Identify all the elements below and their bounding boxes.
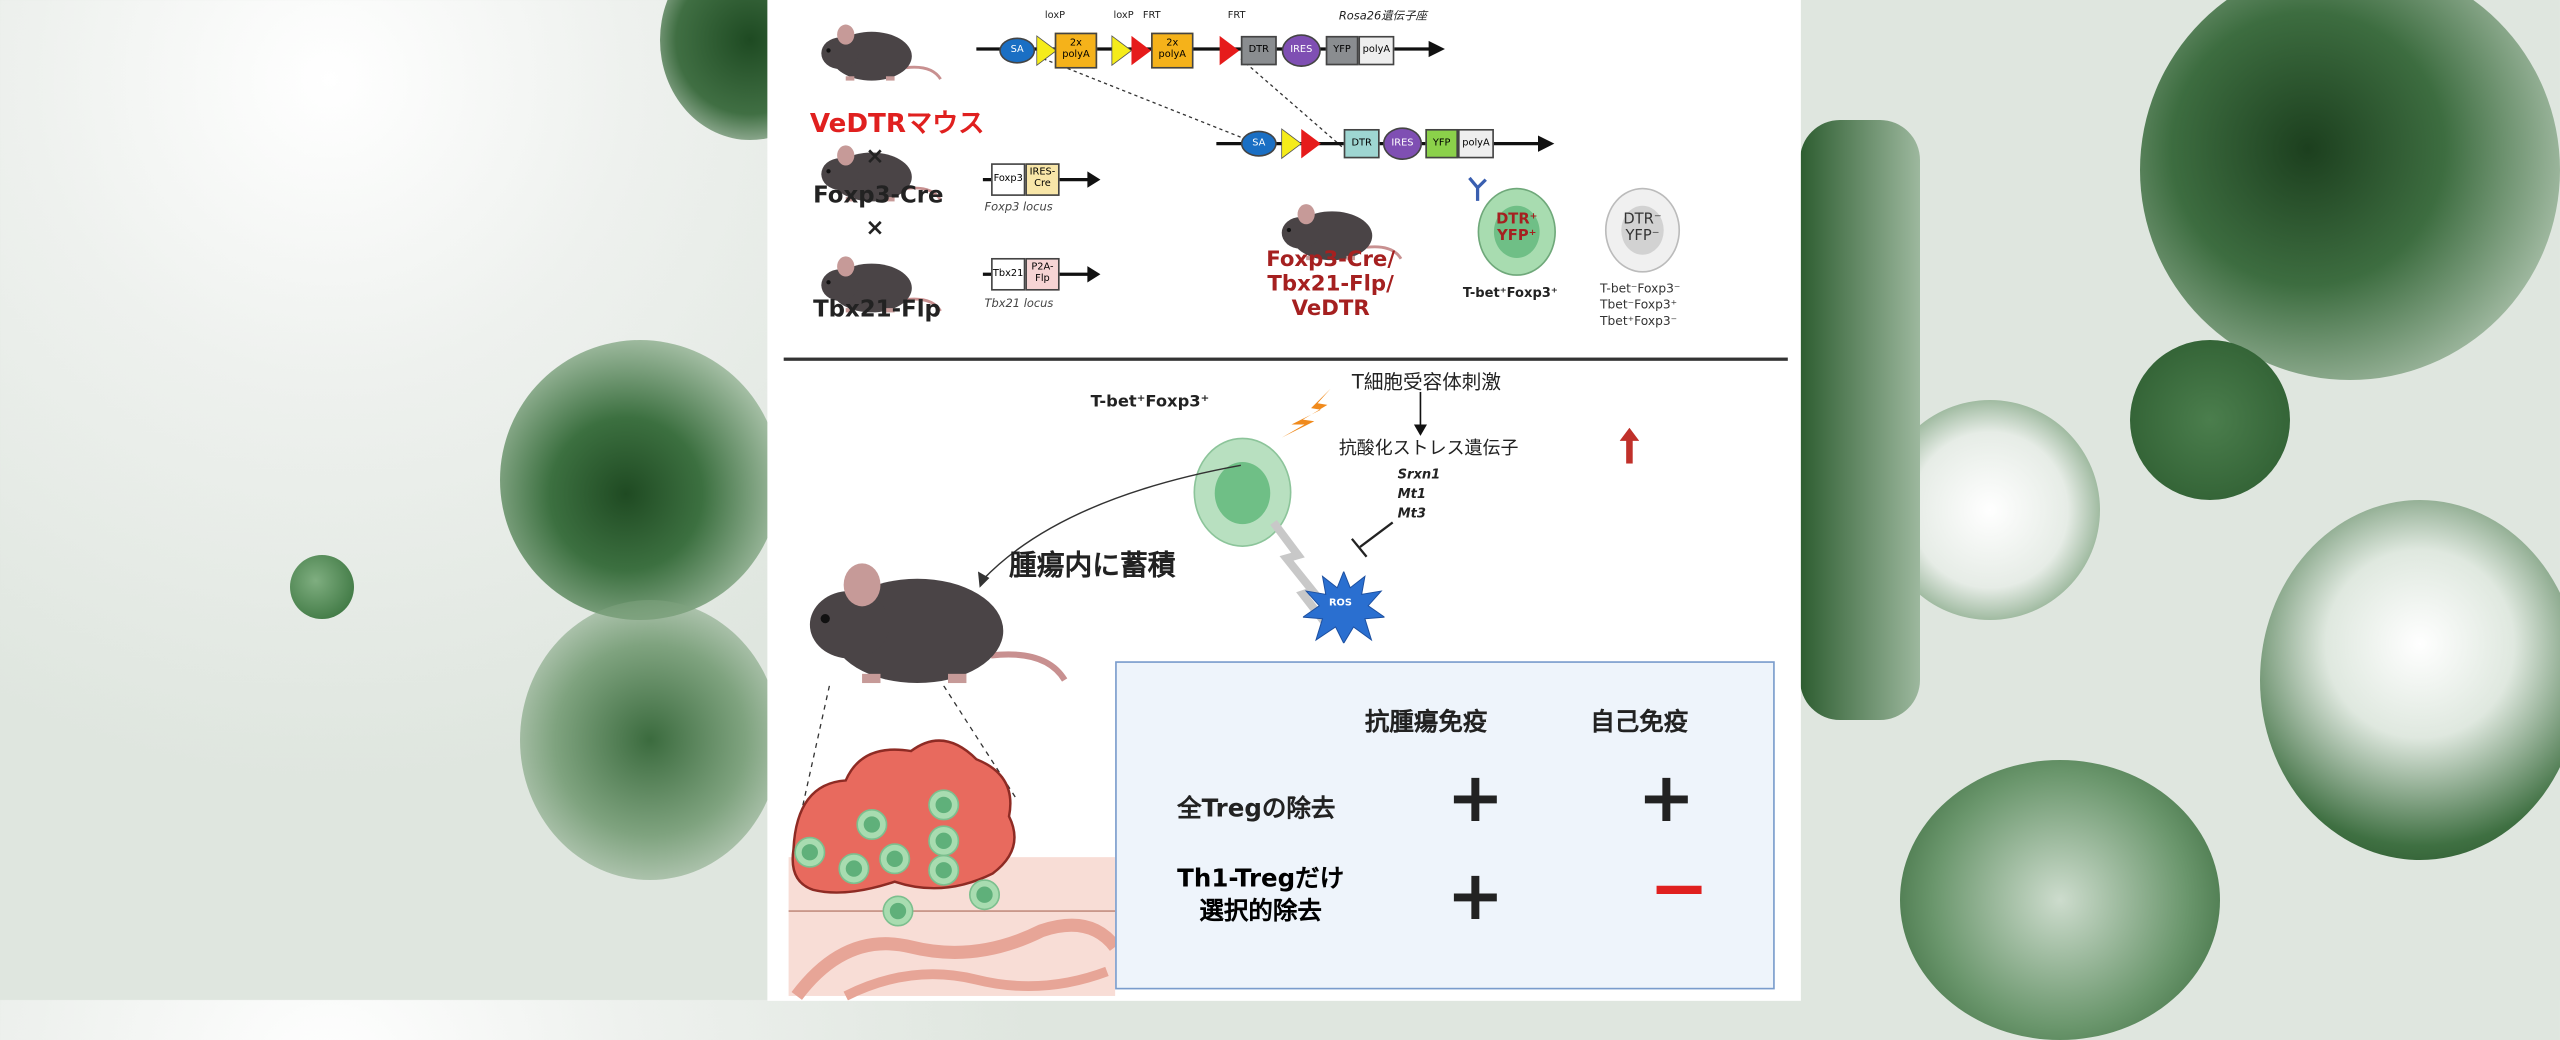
label-line: T-bet⁻Foxp3⁻ — [1600, 280, 1681, 296]
plus-sign: + — [1446, 855, 1505, 936]
up-arrow-icon — [1619, 427, 1640, 464]
ros-lightning-icon — [1270, 520, 1329, 627]
ires-cre-box: IRES-Cre — [1025, 163, 1060, 196]
header-anti-tumor: 抗腫瘍免疫 — [1364, 706, 1488, 737]
recombination-line — [1240, 58, 1343, 148]
label-line: Foxp3-Cre/ — [1266, 248, 1396, 273]
loxp-label: loxP — [1044, 9, 1066, 22]
polya-2x-element: 2x polyA — [1151, 32, 1194, 69]
header-autoimmune: 自己免疫 — [1590, 706, 1689, 737]
accumulation-label: 腫瘍内に蓄積 — [1009, 550, 1176, 583]
bg-blob — [2260, 500, 2560, 860]
dtr-element: DTR — [1240, 35, 1277, 66]
ros-star-icon — [1302, 571, 1385, 644]
section-divider — [783, 357, 1788, 361]
bg-blob — [290, 555, 354, 619]
lightning-icon — [1281, 388, 1331, 438]
arrow-icon — [1538, 135, 1555, 152]
label-line: Tbet⁺Foxp3⁻ — [1600, 313, 1678, 329]
row-th1-treg-label: Th1-Tregだけ 選択的除去 — [1177, 862, 1344, 927]
mouse-foxp3cre — [816, 134, 947, 212]
yfp-element: YFP — [1425, 128, 1459, 159]
tbet-cell-label: T-bet⁺Foxp3⁺ — [1090, 393, 1210, 412]
cross-symbol: × — [865, 143, 885, 170]
tbx21-gene-box: Tbx21 — [991, 257, 1026, 291]
yfp-element: YFP — [1325, 35, 1359, 66]
cell-positive-label: T-bet⁺Foxp3⁺ — [1462, 285, 1558, 301]
ires-element: IRES — [1382, 127, 1423, 161]
down-arrow-icon — [1413, 391, 1427, 436]
mouse-vedtr — [816, 13, 947, 91]
bg-blob — [520, 600, 780, 880]
dtr-positive-cell: DTR⁺ YFP⁺ — [1477, 187, 1556, 276]
yfp-label: YFP⁻ — [1625, 228, 1660, 245]
loxp-label: loxP — [1113, 9, 1134, 22]
row-all-treg-label: 全Tregの除去 — [1177, 793, 1336, 823]
mouse-tbx21flp — [816, 245, 947, 323]
bg-blob — [500, 340, 780, 620]
label-line: Tbet⁻Foxp3⁺ — [1600, 297, 1678, 312]
p2a-flp-box: P2A-Flp — [1025, 257, 1060, 291]
bg-blob — [2130, 340, 2290, 500]
sa-element: SA — [999, 37, 1036, 64]
bg-blob — [2140, 0, 2560, 380]
gene-list: Srxn1 Mt1 Mt3 — [1398, 465, 1441, 524]
accumulation-arrow — [982, 464, 1241, 581]
tumor-mouse — [800, 539, 1078, 699]
loxp-triangle — [1036, 35, 1058, 67]
inhibition-line — [1359, 521, 1394, 548]
tbx21-locus-label: Tbx21 locus — [984, 297, 1054, 311]
tbx21flp-label: Tbx21-Flp — [813, 297, 941, 324]
bg-blob — [1800, 120, 1920, 720]
antibody-icon — [1468, 176, 1487, 201]
antioxidant-genes-label: 抗酸化ストレス遺伝子 — [1338, 437, 1519, 459]
polya-2x-element: 2x polyA — [1054, 32, 1098, 69]
plus-sign: + — [1446, 757, 1505, 838]
label-line: VeDTR — [1291, 297, 1370, 322]
tumor-illustration — [788, 685, 1121, 1001]
polya-element: polyA — [1458, 128, 1494, 159]
gene-srxn1: Srxn1 — [1397, 466, 1441, 482]
loxp-triangle — [1111, 35, 1133, 67]
ros-label: ROS — [1329, 597, 1352, 609]
dtr-label: DTR⁺ — [1496, 212, 1538, 229]
foxp3-gene-box: Foxp3 — [991, 163, 1026, 196]
sa-element: SA — [1240, 130, 1277, 157]
foxp3cre-label: Foxp3-Cre — [813, 182, 944, 209]
rosa-label: Rosa26遺伝子座 — [1338, 9, 1427, 23]
frt-triangle — [1131, 35, 1152, 66]
frt-triangle — [1219, 35, 1240, 66]
foxp3-locus-label: Foxp3 locus — [984, 200, 1053, 214]
dtr-label: DTR⁻ — [1623, 212, 1662, 229]
cross-symbol: × — [865, 215, 885, 242]
yfp-label: YFP⁺ — [1497, 228, 1537, 245]
frt-label: FRT — [1142, 9, 1161, 22]
mechanism-arrows — [977, 464, 1394, 627]
plus-sign: + — [1637, 757, 1696, 838]
label-line: Th1-Tregだけ — [1177, 863, 1345, 894]
minus-sign: − — [1649, 847, 1710, 931]
site-triangles — [1036, 35, 1240, 67]
gene-mt3: Mt3 — [1397, 506, 1426, 521]
site-triangles — [1281, 128, 1321, 160]
dtr-element: DTR — [1343, 128, 1380, 159]
mouse-triple — [1277, 193, 1408, 271]
label-line: 選択的除去 — [1199, 896, 1322, 926]
outcome-table: 抗腫瘍免疫 自己免疫 全Tregの除去 + + Th1-Tregだけ 選択的除去… — [1115, 661, 1775, 990]
ires-element: IRES — [1281, 34, 1321, 67]
frt-label: FRT — [1227, 9, 1246, 22]
dtr-negative-cell: DTR⁻ YFP⁻ — [1604, 187, 1681, 273]
cell-negative-labels: T-bet⁻Foxp3⁻ Tbet⁻Foxp3⁺ Tbet⁺Foxp3⁻ — [1600, 281, 1680, 330]
arrow-icon — [1428, 40, 1445, 58]
triple-mouse-label: Foxp3-Cre/ Tbx21-Flp/ VeDTR — [1257, 248, 1404, 321]
bg-blob — [1900, 760, 2220, 1040]
gene-mt1: Mt1 — [1397, 486, 1426, 502]
polya-element: polyA — [1358, 35, 1395, 66]
tcr-stimulation-label: T細胞受容体刺激 — [1351, 370, 1502, 394]
vedtr-label: VeDTRマウス — [809, 107, 985, 139]
recombination-line — [1043, 58, 1266, 148]
label-line: Tbx21-Flp/ — [1267, 272, 1394, 298]
